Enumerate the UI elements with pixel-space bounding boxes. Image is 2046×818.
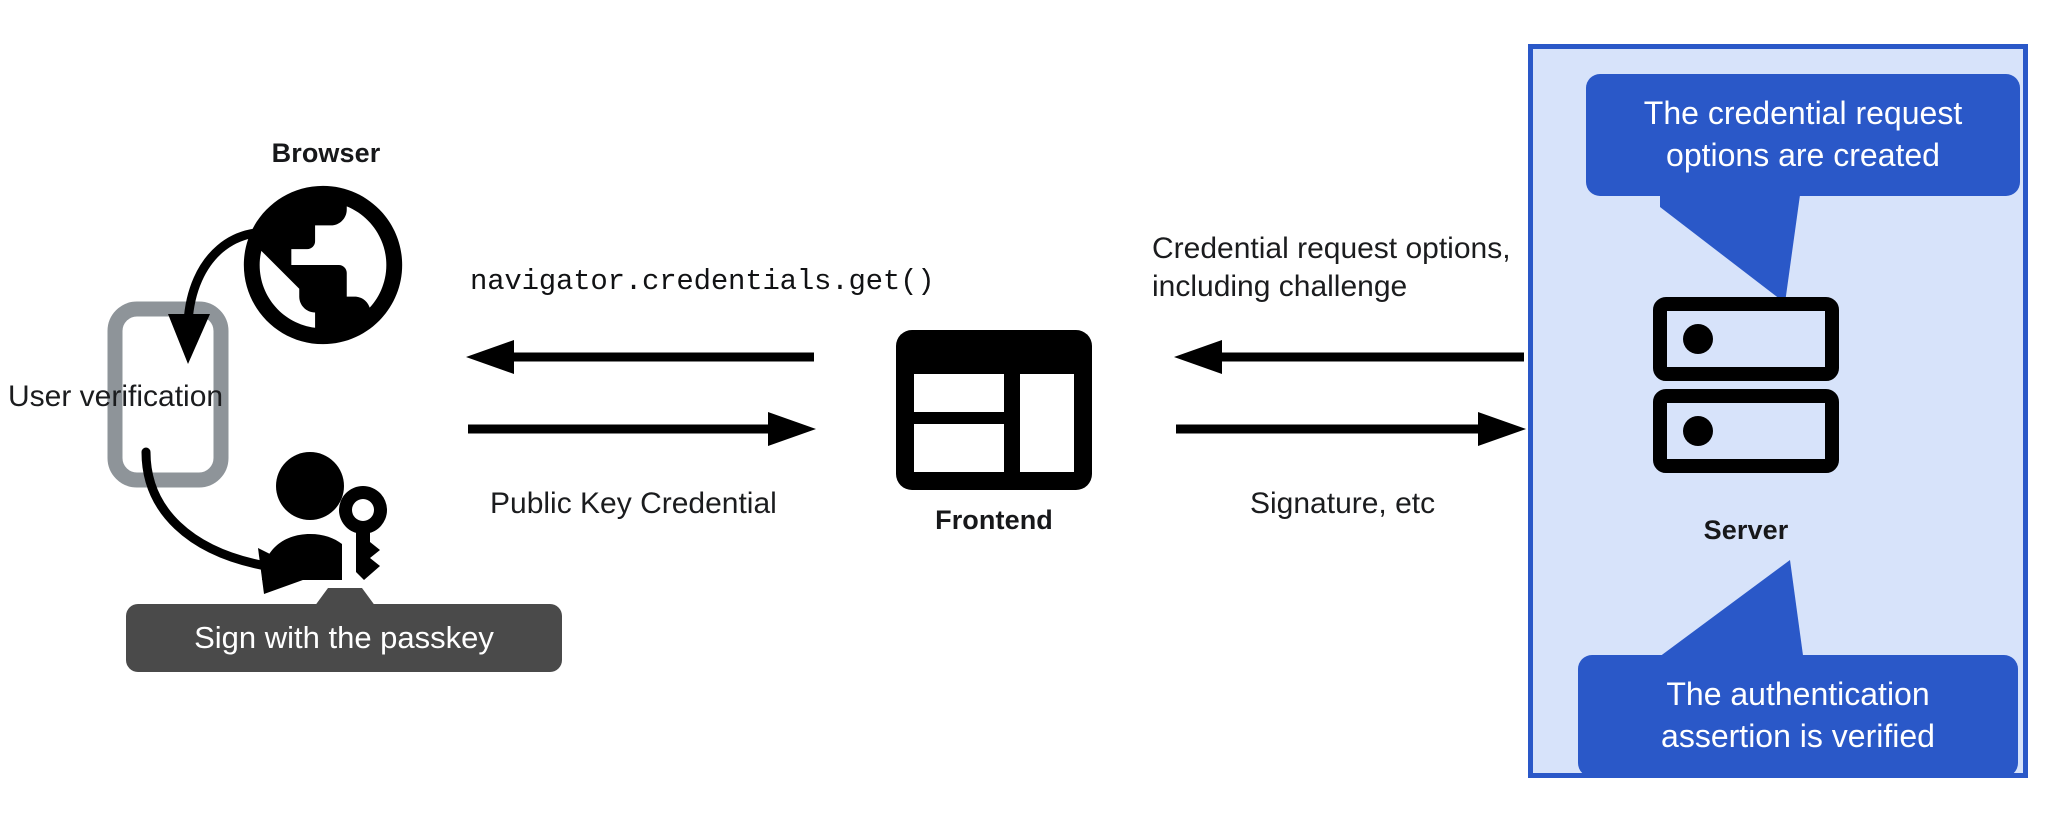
flow-right-top-label: Credential request options, including ch… xyxy=(1152,232,1511,304)
phone-icon xyxy=(107,301,229,488)
server-top-callout: The credential request options are creat… xyxy=(1586,74,2020,196)
frontend-window-icon xyxy=(896,330,1092,490)
server-racks-icon xyxy=(1653,297,1839,473)
flow-right-bottom-label: Signature, etc xyxy=(1250,487,1436,520)
server-bottom-callout-tail xyxy=(1655,560,1805,670)
arrow-right-bottom xyxy=(1176,412,1526,446)
arrow-right-top xyxy=(1174,340,1524,374)
passkey-tooltip: Sign with the passkey xyxy=(126,604,562,672)
person-with-key-icon xyxy=(262,452,387,580)
browser-to-phone-arrow xyxy=(168,227,295,364)
user-verification-label: User verification xyxy=(8,380,224,413)
server-top-callout-tail xyxy=(1660,195,1800,303)
server-label: Server xyxy=(1703,515,1789,545)
flow-left-bottom-label: Public Key Credential xyxy=(490,487,777,520)
frontend-label: Frontend xyxy=(935,505,1053,535)
server-bottom-callout: The authentication assertion is verified xyxy=(1578,655,2018,777)
arrow-left-top xyxy=(466,340,814,374)
flow-left-top-label: navigator.credentials.get() xyxy=(470,265,935,298)
globe-icon xyxy=(243,185,403,345)
browser-label: Browser xyxy=(271,138,381,168)
arrow-left-bottom xyxy=(468,412,816,446)
